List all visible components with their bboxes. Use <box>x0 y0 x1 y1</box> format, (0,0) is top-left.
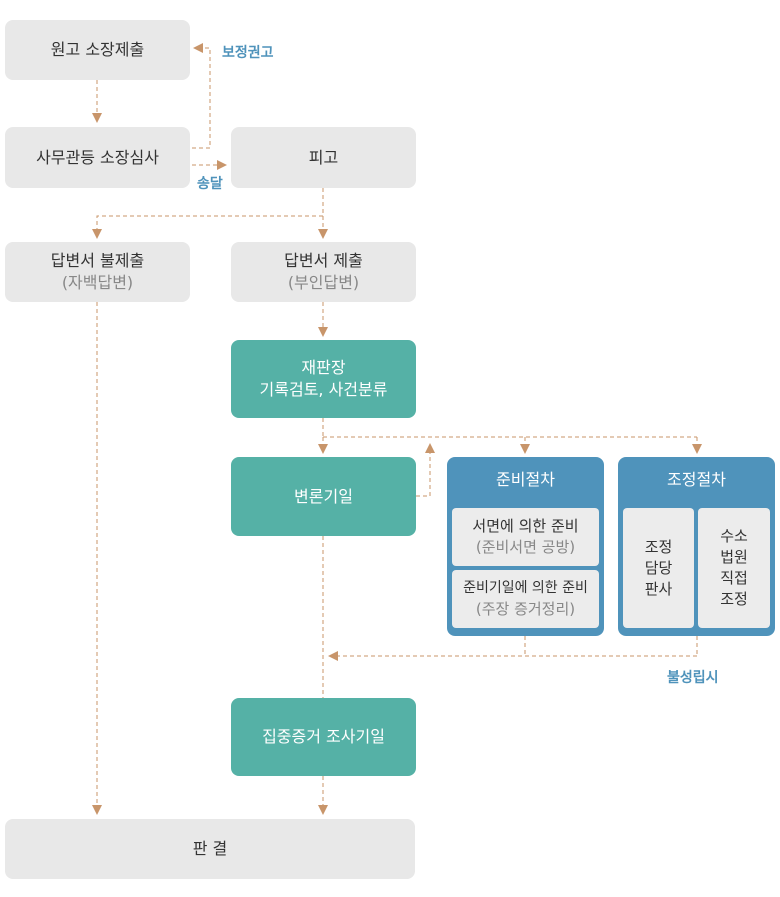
no-answer-text: 답변서 불제출 <box>50 251 145 270</box>
defendant-box: 피고 <box>231 127 416 188</box>
review-text: 사무관등 소장심사 <box>36 147 159 167</box>
prep-item2-text: 준비기일에 의한 준비 <box>463 580 588 596</box>
pleading-date-text: 변론기일 <box>294 486 353 506</box>
evidence-date-text: 집중증거 조사기일 <box>262 727 385 746</box>
complaint-text: 원고 소장제출 <box>50 40 145 59</box>
judge-line2: 기록검토, 사건분류 <box>259 380 388 399</box>
prep-item1-subtext: (준비서면 공방) <box>475 538 576 556</box>
arrow-correction <box>192 43 211 149</box>
mediation-court-box: 수소 법원 직접 조정 <box>698 508 770 628</box>
mediation-panel: 조정절차 조정 담당 판사 수소 법원 직접 조정 <box>618 457 775 636</box>
evidence-date-box: 집중증거 조사기일 <box>231 698 416 776</box>
mediation-right-line4: 조정 <box>720 590 748 608</box>
mediation-judge-box: 조정 담당 판사 <box>623 508 694 628</box>
no-answer-box: 답변서 불제출 (자백답변) <box>5 242 190 302</box>
mediation-right-line1: 수소 <box>720 527 748 545</box>
prep-item1-text: 서면에 의한 준비 <box>472 517 579 535</box>
mediation-left-line2: 담당 <box>644 558 673 577</box>
judgment-box: 판 결 <box>5 819 415 879</box>
answer-box: 답변서 제출 (부인답변) <box>231 242 416 302</box>
prep-item-date: 준비기일에 의한 준비 (주장 증거정리) <box>452 570 599 628</box>
failure-label: 불성립시 <box>667 670 719 686</box>
answer-subtext: (부인답변) <box>287 273 360 292</box>
no-answer-subtext: (자백답변) <box>61 273 134 292</box>
review-box: 사무관등 소장심사 <box>5 127 190 188</box>
prep-title: 준비절차 <box>496 470 555 489</box>
arrow-to-no-answer <box>92 215 323 239</box>
judgment-text: 판 결 <box>192 839 228 858</box>
judge-line1: 재판장 <box>301 358 346 377</box>
prep-panel: 준비절차 서면에 의한 준비 (준비서면 공방) 준비기일에 의한 준비 (주장… <box>447 457 604 636</box>
answer-text: 답변서 제출 <box>284 251 363 270</box>
mediation-right-line2: 법원 <box>720 548 748 566</box>
mediation-title: 조정절차 <box>667 470 726 489</box>
prep-item-written: 서면에 의한 준비 (준비서면 공방) <box>452 508 599 566</box>
pleading-date-box: 변론기일 <box>231 457 416 536</box>
mediation-left-line3: 판사 <box>644 579 673 598</box>
delivery-label: 송달 <box>197 176 223 192</box>
arrow-pleading-loop <box>416 443 435 497</box>
prep-item2-subtext: (주장 증거정리) <box>475 600 576 618</box>
judge-box: 재판장 기록검토, 사건분류 <box>231 340 416 418</box>
complaint-box: 원고 소장제출 <box>5 20 190 80</box>
mediation-left-line1: 조정 <box>644 537 673 556</box>
correction-label: 보정권고 <box>222 45 274 61</box>
defendant-text: 피고 <box>308 147 339 167</box>
mediation-right-line3: 직접 <box>720 569 748 587</box>
